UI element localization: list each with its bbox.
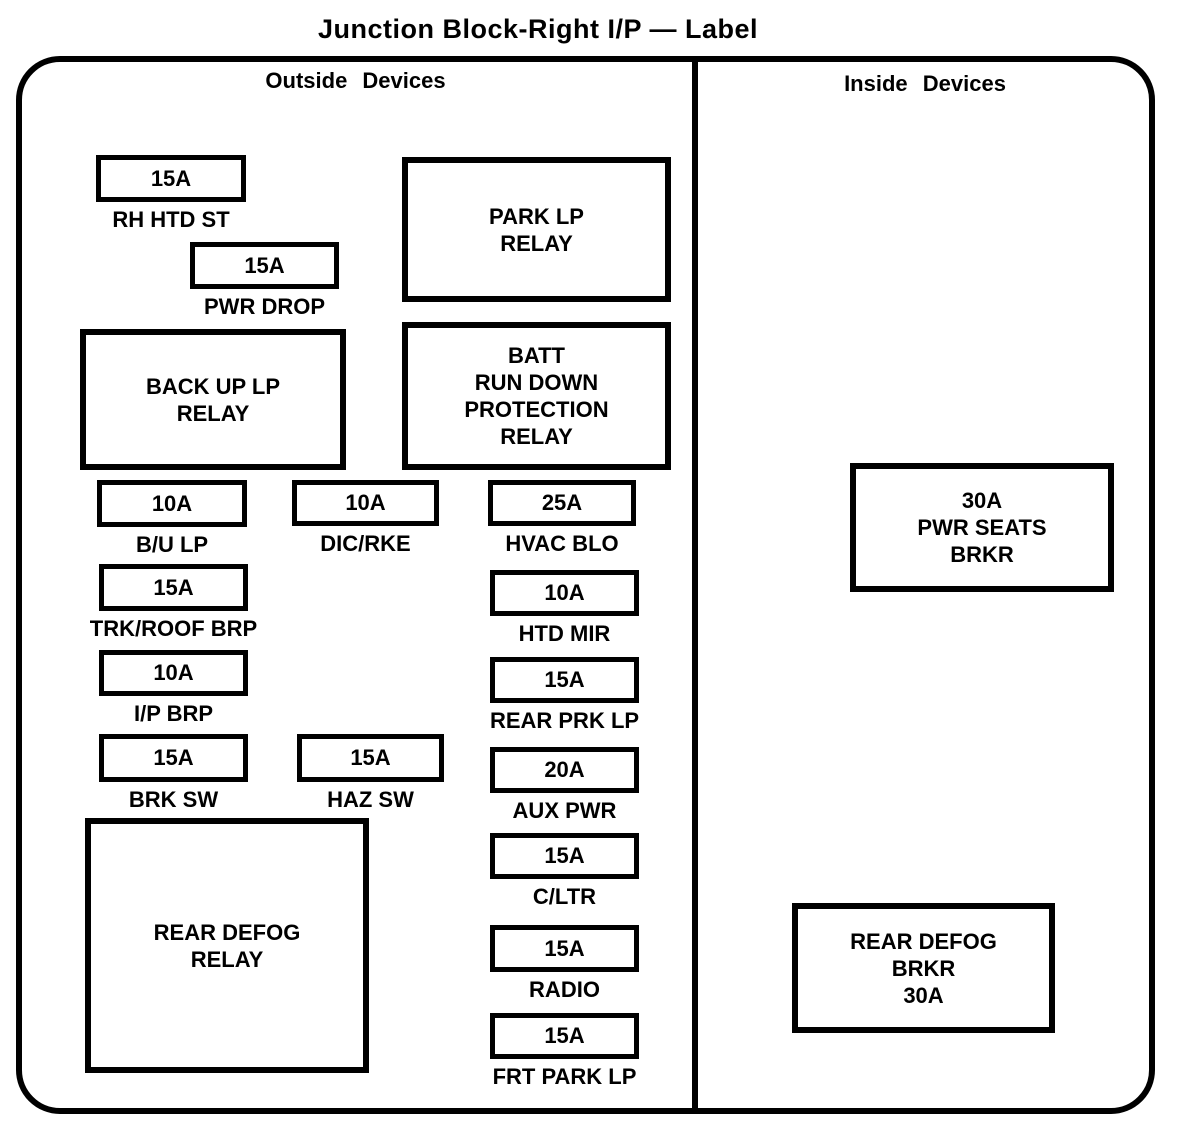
fuse-label: TRK/ROOF BRP xyxy=(89,616,258,641)
fuse-box: 10A xyxy=(97,480,247,527)
fuse-box: 10A xyxy=(292,480,439,526)
fuse-frt-park-lp: 15A FRT PARK LP xyxy=(490,1013,639,1090)
fuse-dic-rke: 10A DIC/RKE xyxy=(292,480,439,557)
fuse-label: PWR DROP xyxy=(204,294,325,319)
fuse-label: DIC/RKE xyxy=(320,531,411,556)
fuse-box: 10A xyxy=(490,570,639,616)
fuse-cltr: 15A C/LTR xyxy=(490,833,639,910)
fuse-label: HAZ SW xyxy=(327,787,414,812)
fuse-box: 15A xyxy=(99,564,248,611)
fuse-box: 15A xyxy=(490,1013,639,1059)
fuse-box: 25A xyxy=(488,480,636,526)
fuse-amp: 10A xyxy=(151,490,193,516)
fuse-amp: 10A xyxy=(345,490,386,515)
fuse-box: 15A xyxy=(297,734,444,782)
fuse-label: BRK SW xyxy=(128,787,219,812)
fuse-amp: 10A xyxy=(544,580,585,605)
fuse-rear-prk-lp: 15A REAR PRK LP xyxy=(490,657,639,734)
fuse-label: I/P BRP xyxy=(133,701,214,726)
fuse-box: 15A xyxy=(190,242,339,289)
fuse-amp: 25A xyxy=(541,490,583,515)
fuse-amp: 15A xyxy=(244,252,285,278)
fuse-haz-sw: 15A HAZ SW xyxy=(297,734,444,813)
fuse-box: 15A xyxy=(490,833,639,879)
diagram-title: Junction Block-Right I/P — Label xyxy=(317,14,759,44)
fuse-box: 15A xyxy=(490,925,639,972)
relay-label: REAR DEFOG RELAY xyxy=(153,919,301,972)
fuse-amp: 15A xyxy=(544,667,585,692)
fuse-bu-lp: 10A B/U LP xyxy=(97,480,247,558)
relay-back-up-lp: BACK UP LP RELAY xyxy=(80,329,346,470)
fuse-amp: 15A xyxy=(544,843,585,868)
fuse-box: 20A xyxy=(490,747,639,793)
fuse-box: 15A xyxy=(490,657,639,703)
panel-divider xyxy=(692,58,698,1112)
fuse-amp: 15A xyxy=(544,1023,585,1048)
fuse-box: 15A xyxy=(96,155,246,202)
fuse-label: RADIO xyxy=(529,977,600,1002)
fuse-label: B/U LP xyxy=(135,532,209,557)
relay-label: PARK LP RELAY xyxy=(489,203,584,256)
relay-label: BACK UP LP RELAY xyxy=(145,373,281,426)
fuse-amp: 15A xyxy=(150,165,192,191)
fuse-pwr-drop: 15A PWR DROP xyxy=(190,242,339,320)
fuse-amp: 15A xyxy=(350,745,391,770)
fuse-label: HTD MIR xyxy=(518,621,611,646)
fuse-box: 10A xyxy=(99,650,248,696)
fuse-label: AUX PWR xyxy=(512,798,617,823)
fuse-htd-mir: 10A HTD MIR xyxy=(490,570,639,647)
breaker-label: 30A PWR SEATS BRKR xyxy=(917,488,1047,567)
fuse-label: REAR PRK LP xyxy=(489,708,640,733)
fuse-rh-htd-st: 15A RH HTD ST xyxy=(96,155,246,233)
fuse-label: RH HTD ST xyxy=(112,207,230,232)
inside-devices-header: Inside Devices xyxy=(844,71,1006,96)
breaker-label: REAR DEFOG BRKR 30A xyxy=(850,928,997,1008)
fuse-label: C/LTR xyxy=(532,884,597,909)
fuse-radio: 15A RADIO xyxy=(490,925,639,1003)
fuse-trk-roof-brp: 15A TRK/ROOF BRP xyxy=(90,564,257,642)
fuse-label: HVAC BLO xyxy=(505,531,619,556)
outside-devices-header: Outside Devices xyxy=(265,68,446,93)
fuse-brk-sw: 15A BRK SW xyxy=(99,734,248,813)
relay-batt-run-down-protection: BATT RUN DOWN PROTECTION RELAY xyxy=(402,322,671,470)
relay-rear-defog: REAR DEFOG RELAY xyxy=(85,818,369,1073)
fuse-amp: 15A xyxy=(153,574,194,600)
breaker-pwr-seats: 30A PWR SEATS BRKR xyxy=(850,463,1114,592)
breaker-rear-defog: REAR DEFOG BRKR 30A xyxy=(792,903,1055,1033)
relay-park-lp: PARK LP RELAY xyxy=(402,157,671,302)
fuse-amp: 20A xyxy=(544,757,585,782)
relay-label: BATT RUN DOWN PROTECTION RELAY xyxy=(464,343,609,449)
fuse-amp: 15A xyxy=(544,935,585,961)
fuse-amp: 10A xyxy=(153,660,194,685)
fuse-hvac-blo: 25A HVAC BLO xyxy=(488,480,636,557)
fuse-box: 15A xyxy=(99,734,248,782)
fuse-ip-brp: 10A I/P BRP xyxy=(99,650,248,727)
fuse-aux-pwr: 20A AUX PWR xyxy=(490,747,639,824)
fuse-label: FRT PARK LP xyxy=(492,1064,637,1089)
fuse-amp: 15A xyxy=(153,745,194,770)
